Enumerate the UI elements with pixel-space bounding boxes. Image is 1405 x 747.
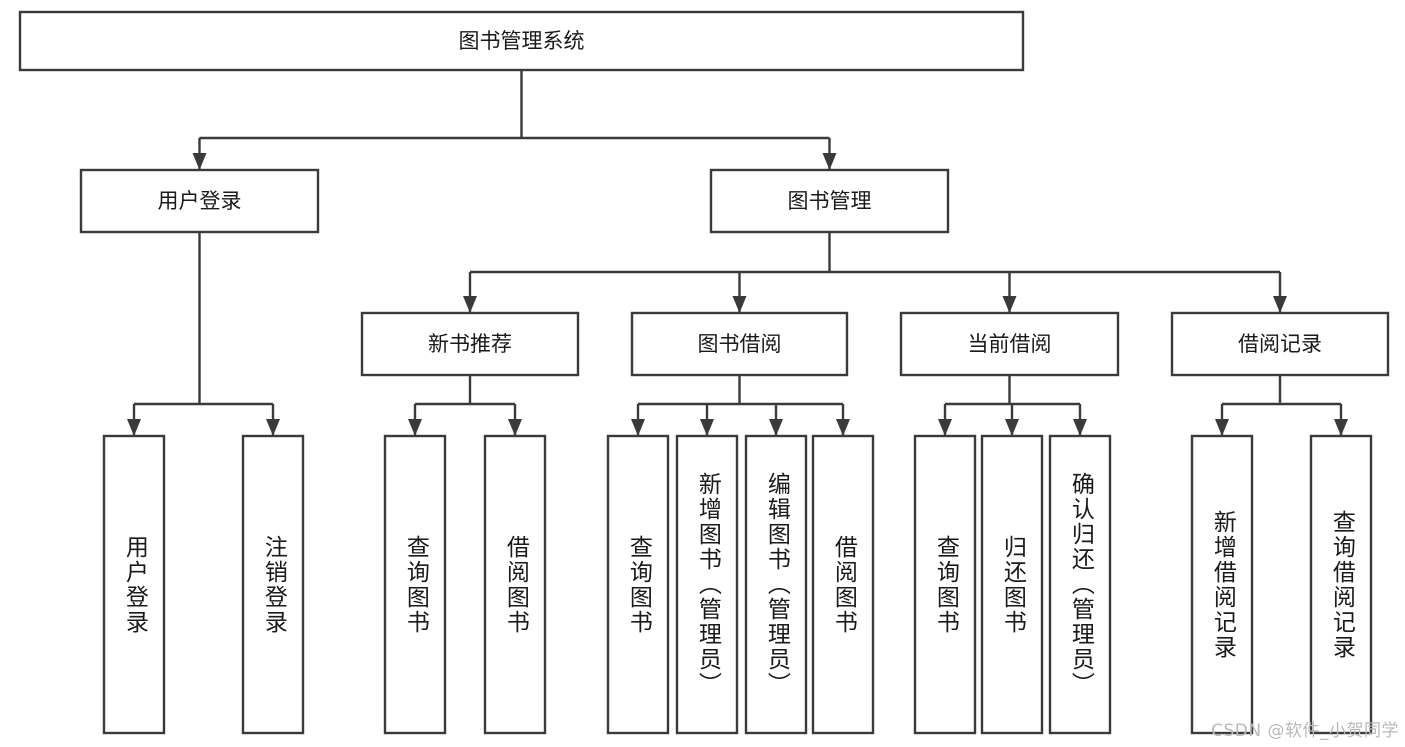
leaf-leaf-add-record[interactable] [1190, 434, 1254, 735]
node-current-borrow[interactable]: 当前借阅 [899, 311, 1120, 377]
arrow-head-icon [192, 153, 207, 170]
node-new-book-recommend[interactable]: 新书推荐 [360, 311, 580, 377]
arrow-head-icon [1002, 296, 1017, 313]
node-new-book-recommend-label: 新书推荐 [428, 332, 512, 356]
node-book-borrow-label: 图书借阅 [698, 332, 782, 356]
leaf-leaf-query-book-rec[interactable] [383, 434, 447, 735]
arrow-head-icon [266, 419, 280, 436]
node-book-manage-label: 图书管理 [788, 189, 872, 213]
arrow-head-icon [769, 419, 783, 436]
node-borrow-record[interactable]: 借阅记录 [1170, 311, 1390, 377]
leaf-leaf-logout[interactable] [241, 434, 305, 735]
leaf-leaf-add-book[interactable] [675, 434, 739, 735]
leaf-leaf-user-login[interactable] [102, 434, 166, 735]
arrow-head-icon [408, 419, 422, 436]
leaf-leaf-query-book-cur[interactable] [913, 434, 977, 735]
arrow-head-icon [127, 419, 141, 436]
node-book-borrow[interactable]: 图书借阅 [630, 311, 849, 377]
leaf-leaf-query-record[interactable] [1309, 434, 1373, 735]
arrow-head-icon [1215, 419, 1229, 436]
arrow-head-icon [938, 419, 952, 436]
arrow-head-icon [836, 419, 850, 436]
arrow-head-icon [700, 419, 714, 436]
node-root[interactable]: 图书管理系统 [18, 10, 1025, 72]
arrow-head-icon [1073, 419, 1087, 436]
leaf-leaf-borrow-book-rec[interactable] [483, 434, 547, 735]
arrow-head-icon [463, 296, 477, 313]
leaf-leaf-confirm-return[interactable] [1048, 434, 1112, 735]
leaf-leaf-query-book-borrow[interactable] [606, 434, 670, 735]
node-user-login-label: 用户登录 [158, 189, 242, 213]
arrow-head-icon [822, 153, 837, 170]
csdn-watermark: CSDN @软件_小贺同学 [1211, 721, 1399, 741]
arrow-head-icon [1273, 296, 1287, 313]
connector-lines-layer [127, 70, 1348, 436]
node-borrow-record-label: 借阅记录 [1238, 332, 1322, 356]
node-book-manage[interactable]: 图书管理 [709, 168, 950, 234]
arrow-head-icon [508, 419, 522, 436]
leaf-leaf-edit-book[interactable] [744, 434, 808, 735]
arrow-head-icon [1334, 419, 1348, 436]
leaf-leaf-return-book[interactable] [980, 434, 1044, 735]
arrow-head-icon [1005, 419, 1019, 436]
node-current-borrow-label: 当前借阅 [968, 332, 1052, 356]
arrow-head-icon [631, 419, 645, 436]
node-user-login[interactable]: 用户登录 [79, 168, 320, 234]
leaf-leaf-borrow-book[interactable] [811, 434, 875, 735]
arrow-head-icon [732, 296, 747, 313]
node-root-label: 图书管理系统 [459, 29, 585, 53]
